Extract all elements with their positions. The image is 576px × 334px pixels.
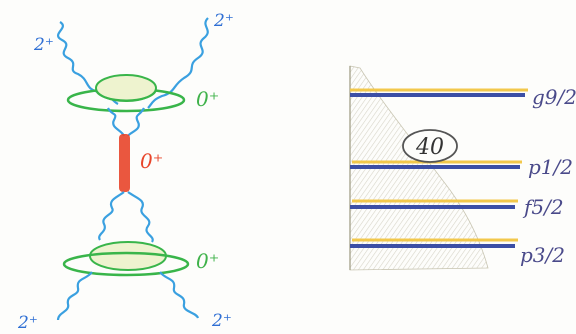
right-diagram: 40 g9/2 p1/2 f5/2 p3/2 <box>349 65 576 271</box>
bottom-disk-body <box>89 241 167 271</box>
label-bottom-disk: 0⁺ <box>196 249 219 273</box>
label-top-left: 2⁺ <box>33 35 54 55</box>
label-g9-2: g9/2 <box>532 85 576 109</box>
label-middle: 0⁺ <box>140 149 163 173</box>
label-p3-2: p3/2 <box>520 243 565 267</box>
wave-bottom-right <box>159 271 200 319</box>
left-diagram: 2⁺ 2⁺ 0⁺ 0⁺ 0⁺ 2⁺ 2⁺ <box>17 11 234 333</box>
label-p1-2: p1/2 <box>528 155 573 179</box>
bottom-disk-outer <box>62 251 190 277</box>
label-bottom-right: 2⁺ <box>211 311 232 331</box>
red-bar <box>119 134 130 192</box>
label-f5-2: f5/2 <box>522 195 564 219</box>
label-bottom-left: 2⁺ <box>17 313 38 333</box>
label-top-right: 2⁺ <box>213 11 234 31</box>
wave-top-loop <box>107 107 145 137</box>
label-top-disk: 0⁺ <box>196 87 219 111</box>
circle-40 <box>402 129 458 163</box>
wave-top-right <box>147 17 209 109</box>
wave-bottom-left <box>56 271 93 321</box>
wave-bottom-loop <box>98 191 154 243</box>
circle-40-label: 40 <box>415 135 444 160</box>
